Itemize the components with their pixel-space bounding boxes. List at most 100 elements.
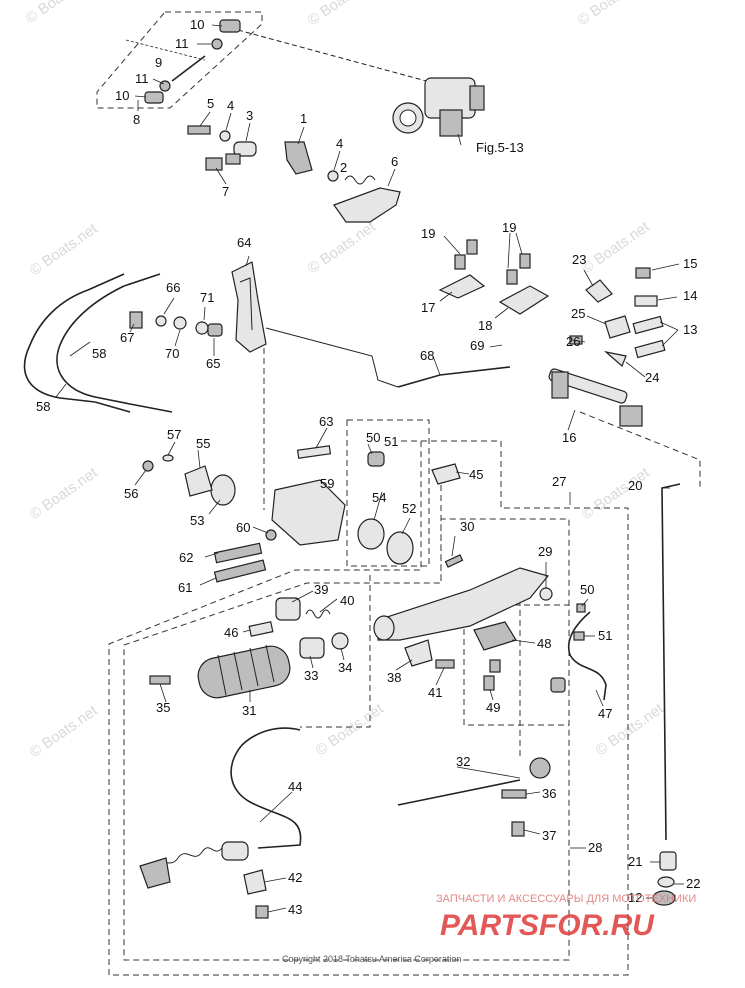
label-5: 5 [207, 96, 214, 111]
rod-32 [397, 779, 521, 806]
label-58b: 58 [36, 399, 50, 414]
screw-19a [454, 254, 466, 270]
label-57: 57 [167, 427, 181, 442]
screw-51 [573, 631, 585, 641]
parts [129, 19, 677, 919]
label-42: 42 [288, 870, 302, 885]
label-38: 38 [387, 670, 401, 685]
label-46: 46 [224, 625, 238, 640]
twist-grip-64 [231, 261, 267, 353]
label-4b: 4 [336, 136, 343, 151]
screw-60 [265, 529, 277, 541]
label-19a: 19 [421, 226, 435, 241]
screw-35 [149, 675, 171, 685]
label-43: 43 [288, 902, 302, 917]
lever-18 [498, 285, 550, 315]
leader-dashed [579, 411, 701, 490]
plate-13b [634, 339, 666, 359]
label-50b: 50 [580, 582, 594, 597]
watermark: © Boats.net [27, 220, 102, 279]
rod-line [265, 327, 399, 388]
washer-34 [331, 632, 349, 650]
label-2: 2 [340, 160, 347, 175]
screw-26 [569, 335, 583, 345]
label-70: 70 [165, 346, 179, 361]
label-40: 40 [340, 593, 354, 608]
label-3: 3 [246, 108, 253, 123]
nut-7a [205, 157, 223, 171]
cap-45 [431, 463, 461, 485]
plate-63 [296, 445, 332, 459]
plate-14 [634, 295, 658, 307]
clamp-38 [404, 639, 433, 667]
screw-19c [506, 269, 518, 285]
throttle-lever-1 [284, 141, 313, 175]
connector-47 [550, 677, 566, 693]
label-51a: 51 [384, 434, 398, 449]
label-25: 25 [571, 306, 585, 321]
label-50a: 50 [366, 430, 380, 445]
bushing-52 [386, 531, 414, 565]
label-60: 60 [236, 520, 250, 535]
label-44: 44 [288, 779, 302, 794]
brand-logo: PARTSFOR.RU [440, 909, 655, 942]
bolt-62 [213, 542, 263, 564]
label-61: 61 [178, 580, 192, 595]
label-52: 52 [402, 501, 416, 516]
cable-end [87, 273, 125, 291]
collar-65 [207, 323, 223, 337]
label-4a: 4 [227, 98, 234, 113]
screw-67 [129, 311, 143, 329]
label-23: 23 [572, 252, 586, 267]
watermark: © Boats.net [305, 0, 380, 29]
label-64: 64 [237, 235, 251, 250]
label-9: 9 [155, 55, 162, 70]
label-13: 13 [683, 322, 697, 337]
collar-70 [173, 316, 187, 330]
watermark: © Boats.net [579, 464, 654, 523]
label-11a: 11 [175, 36, 189, 51]
group-8-outline [96, 11, 263, 109]
tiller-arm-end [373, 615, 395, 641]
label-27: 27 [552, 474, 566, 489]
label-58a: 58 [92, 346, 106, 361]
clip-23 [585, 279, 613, 303]
brand-tagline: ЗАПЧАСТИ И АКСЕССУАРЫ ДЛЯ МОТОТЕХНИКИ [436, 893, 696, 905]
grip-31 [197, 644, 291, 699]
screw-5 [187, 125, 211, 135]
washer-53 [210, 474, 236, 506]
rod-68 [397, 366, 511, 388]
label-15: 15 [683, 256, 697, 271]
label-69: 69 [470, 338, 484, 353]
throttle-shaft-16 [548, 368, 643, 427]
screw-49a [483, 675, 495, 691]
bracket-59 [271, 479, 346, 546]
collar-3 [233, 141, 257, 157]
label-29: 29 [538, 544, 552, 559]
label-10b: 10 [115, 88, 129, 103]
spring-40 [305, 609, 331, 619]
watermark: © Boats.net [27, 702, 102, 761]
tiller-arm-27 [377, 567, 550, 641]
group-27-outline [108, 440, 629, 976]
label-16: 16 [562, 430, 576, 445]
screw-49b [489, 659, 501, 673]
label-19b: 19 [502, 220, 516, 235]
throttle-cable-58a [23, 289, 96, 403]
label-66: 66 [166, 280, 180, 295]
nut-56 [142, 460, 154, 472]
figure-reference: Fig.5-13 [476, 140, 524, 155]
rod-end-10-bottom [144, 91, 164, 104]
label-71: 71 [200, 290, 214, 305]
lever-17 [438, 274, 486, 299]
watermark: © Boats.net [305, 218, 380, 277]
label-14: 14 [683, 288, 697, 303]
label-11b: 11 [135, 71, 149, 86]
label-30: 30 [460, 519, 474, 534]
screw-43 [255, 905, 269, 919]
label-8: 8 [133, 112, 140, 127]
nut-7b [225, 153, 241, 165]
label-37: 37 [542, 828, 556, 843]
part-labels: 10 11 9 11 10 8 5 4 3 1 4 2 6 7 Fig.5-13… [36, 17, 700, 917]
